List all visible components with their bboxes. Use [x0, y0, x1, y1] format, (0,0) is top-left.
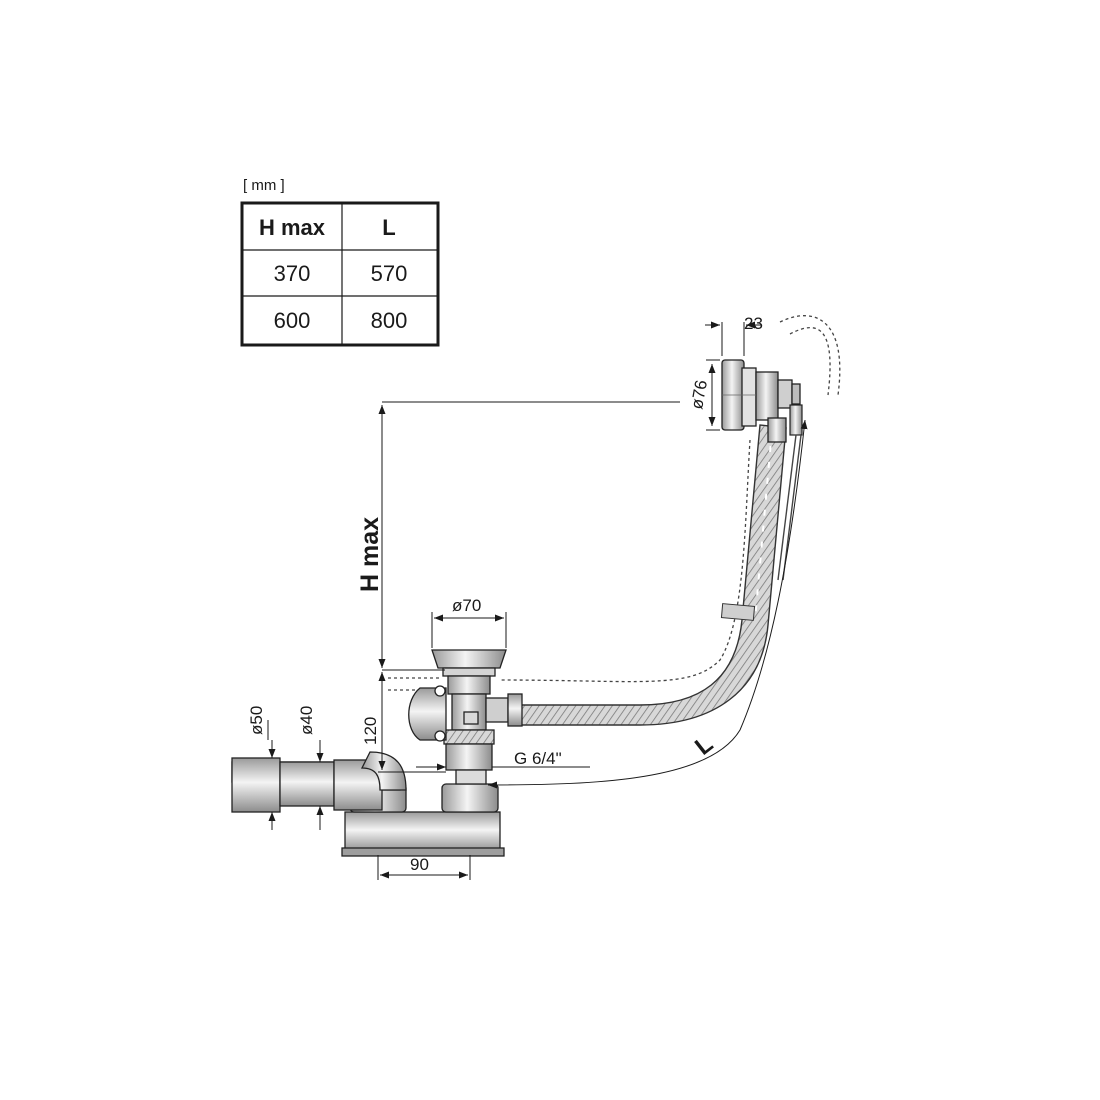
dimension-hmax-label: H max — [356, 517, 384, 592]
table-border — [240, 201, 440, 347]
table-cell: 800 — [371, 308, 408, 333]
dimension-23: 23 — [744, 314, 763, 333]
waste-valve-assembly — [408, 649, 523, 771]
hose-sleeve — [720, 603, 756, 621]
table-header-l: L — [382, 215, 395, 240]
dimension-thread: G 6/4" — [514, 749, 562, 768]
dimension-diameter-50: ø50 — [247, 706, 266, 735]
table-cell: 570 — [371, 261, 408, 286]
dimension-diameter-76: ø76 — [687, 379, 711, 411]
table-cell: 370 — [274, 261, 311, 286]
table-unit-label: [ mm ] — [243, 177, 285, 194]
flexible-hose — [519, 424, 787, 726]
dimension-diameter-70: ø70 — [452, 596, 481, 615]
dimension-120: 120 — [361, 717, 380, 745]
table-header-hmax: H max — [259, 215, 326, 240]
dimension-lines — [267, 321, 808, 880]
dimension-90: 90 — [410, 855, 429, 874]
dimension-table: [ mm ] H max L 370 570 600 800 — [240, 177, 440, 347]
dimension-l-label: L — [690, 730, 718, 760]
table-cell: 600 — [274, 308, 311, 333]
dimension-diameter-40: ø40 — [297, 706, 316, 735]
siphon-trap — [231, 751, 505, 857]
